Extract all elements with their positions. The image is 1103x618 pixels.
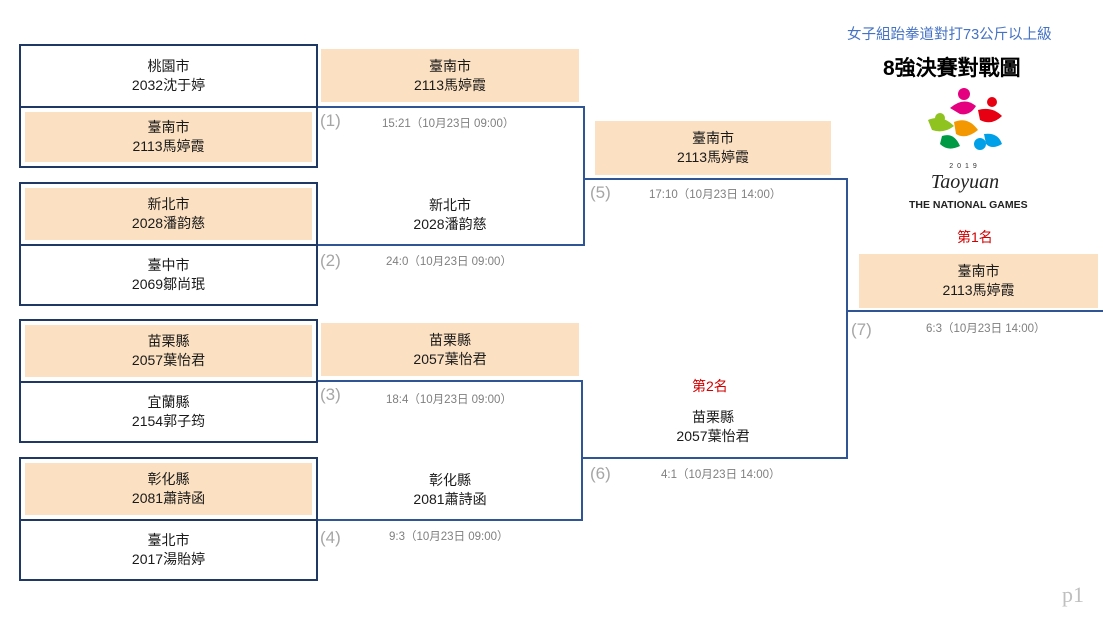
match-number: (4) [320,528,341,547]
player-box-8: 臺北市 2017湯貽婷 [19,519,318,581]
winner-name: 2057葉怡君 [676,428,750,444]
winner-name: 2113馬婷霞 [676,149,750,165]
player-box-3: 新北市 2028潘韵慈 [19,182,318,246]
winner-city: 臺南市 [429,57,471,74]
match5-winner: 臺南市 2113馬婷霞 [595,121,831,175]
match-number: (5) [590,183,611,202]
match-score: 24:0（10月23日 09:00） [386,256,512,268]
match-score: 15:21（10月23日 09:00） [382,118,515,130]
match-number: (6) [590,464,611,483]
player-name: 2069鄒尚珉 [131,276,206,292]
winner-city: 臺南市 [692,130,734,146]
player-city: 彰化縣 [147,471,190,487]
match-number: (2) [320,251,341,270]
bracket-line [585,178,848,180]
player-city: 苗栗縣 [147,333,190,349]
match1-winner: 臺南市 2113馬婷霞 [321,49,579,102]
winner-city: 新北市 [429,197,471,213]
match-score: 17:10（10月23日 14:00） [649,189,782,201]
logo-caption: THE NATIONAL GAMES [909,199,1028,211]
player-name: 2113馬婷霞 [132,138,205,154]
player-box-5: 苗栗縣 2057葉怡君 [19,319,318,383]
player-name: 2017湯貽婷 [131,551,206,567]
player-city: 臺南市 [147,119,190,135]
winner-city: 苗栗縣 [692,409,734,425]
page-number: p1 [1062,582,1084,607]
winner-highlight [25,188,312,240]
winner-city: 苗栗縣 [429,331,471,348]
match-score: 6:3（10月23日 14:00） [926,323,1046,335]
event-title: 女子組跆拳道對打73公斤以上級 [847,27,1052,43]
player-box-6: 宜蘭縣 2154郭子筠 [19,381,318,443]
games-logo: 2019 Taoyuan [920,86,1010,198]
winner-name: 2113馬婷霞 [413,76,487,93]
bracket-line [318,106,585,108]
bracket-line [583,457,848,459]
bracket-line [583,106,585,246]
match-score: 18:4（10月23日 09:00） [386,394,512,406]
winner-city: 彰化縣 [429,472,471,488]
first-place-label: 第1名 [957,229,993,245]
player-box-4: 臺中市 2069鄒尚珉 [19,244,318,306]
player-name: 2154郭子筠 [131,413,206,429]
winner-name: 2057葉怡君 [413,350,487,367]
player-name: 2081蕭詩函 [131,490,206,506]
second-place-label: 第2名 [692,378,728,394]
match-number: (3) [320,385,341,404]
bracket-line [318,244,585,246]
bracket-line [581,380,583,521]
bracket-line [846,178,848,459]
winner-highlight [25,325,312,377]
match-score: 9:3（10月23日 09:00） [389,531,509,543]
player-name: 2057葉怡君 [131,352,206,368]
svg-text:Taoyuan: Taoyuan [931,171,999,193]
player-box-7: 彰化縣 2081蕭詩函 [19,457,318,521]
bracket-title: 8強決賽對戰圖 [883,57,1021,80]
player-city: 宜蘭縣 [147,394,190,410]
svg-text:2019: 2019 [949,163,981,170]
player-city: 新北市 [147,196,190,212]
player-city: 臺中市 [147,257,190,273]
player-name: 2028潘韵慈 [131,215,206,231]
winner-name: 2081蕭詩函 [413,491,487,507]
champion: 臺南市 2113馬婷霞 [859,254,1098,308]
player-box-2: 臺南市 2113馬婷霞 [19,106,318,168]
match-number: (1) [320,111,341,130]
winner-name: 2028潘韵慈 [413,216,487,232]
winner-highlight [25,463,312,515]
player-name: 2032沈于婷 [131,77,206,93]
match3-winner: 苗栗縣 2057葉怡君 [321,323,579,376]
bracket-line [318,519,583,521]
match-number: (7) [851,320,872,339]
player-box-1: 桃園市 2032沈于婷 [19,44,318,108]
bracket-line [318,380,583,382]
match4-winner: 彰化縣 2081蕭詩函 [321,471,579,509]
player-city: 桃園市 [147,58,190,74]
match-score: 4:1（10月23日 14:00） [661,469,781,481]
champion-city: 臺南市 [957,263,1000,279]
match2-winner: 新北市 2028潘韵慈 [321,196,579,234]
games-logo-icon: 2019 Taoyuan [928,88,1002,193]
match6-winner: 苗栗縣 2057葉怡君 [595,408,831,446]
winner-highlight [25,112,312,162]
champion-name: 2113馬婷霞 [942,282,1015,298]
player-city: 臺北市 [147,532,190,548]
bracket-line [848,310,1103,312]
